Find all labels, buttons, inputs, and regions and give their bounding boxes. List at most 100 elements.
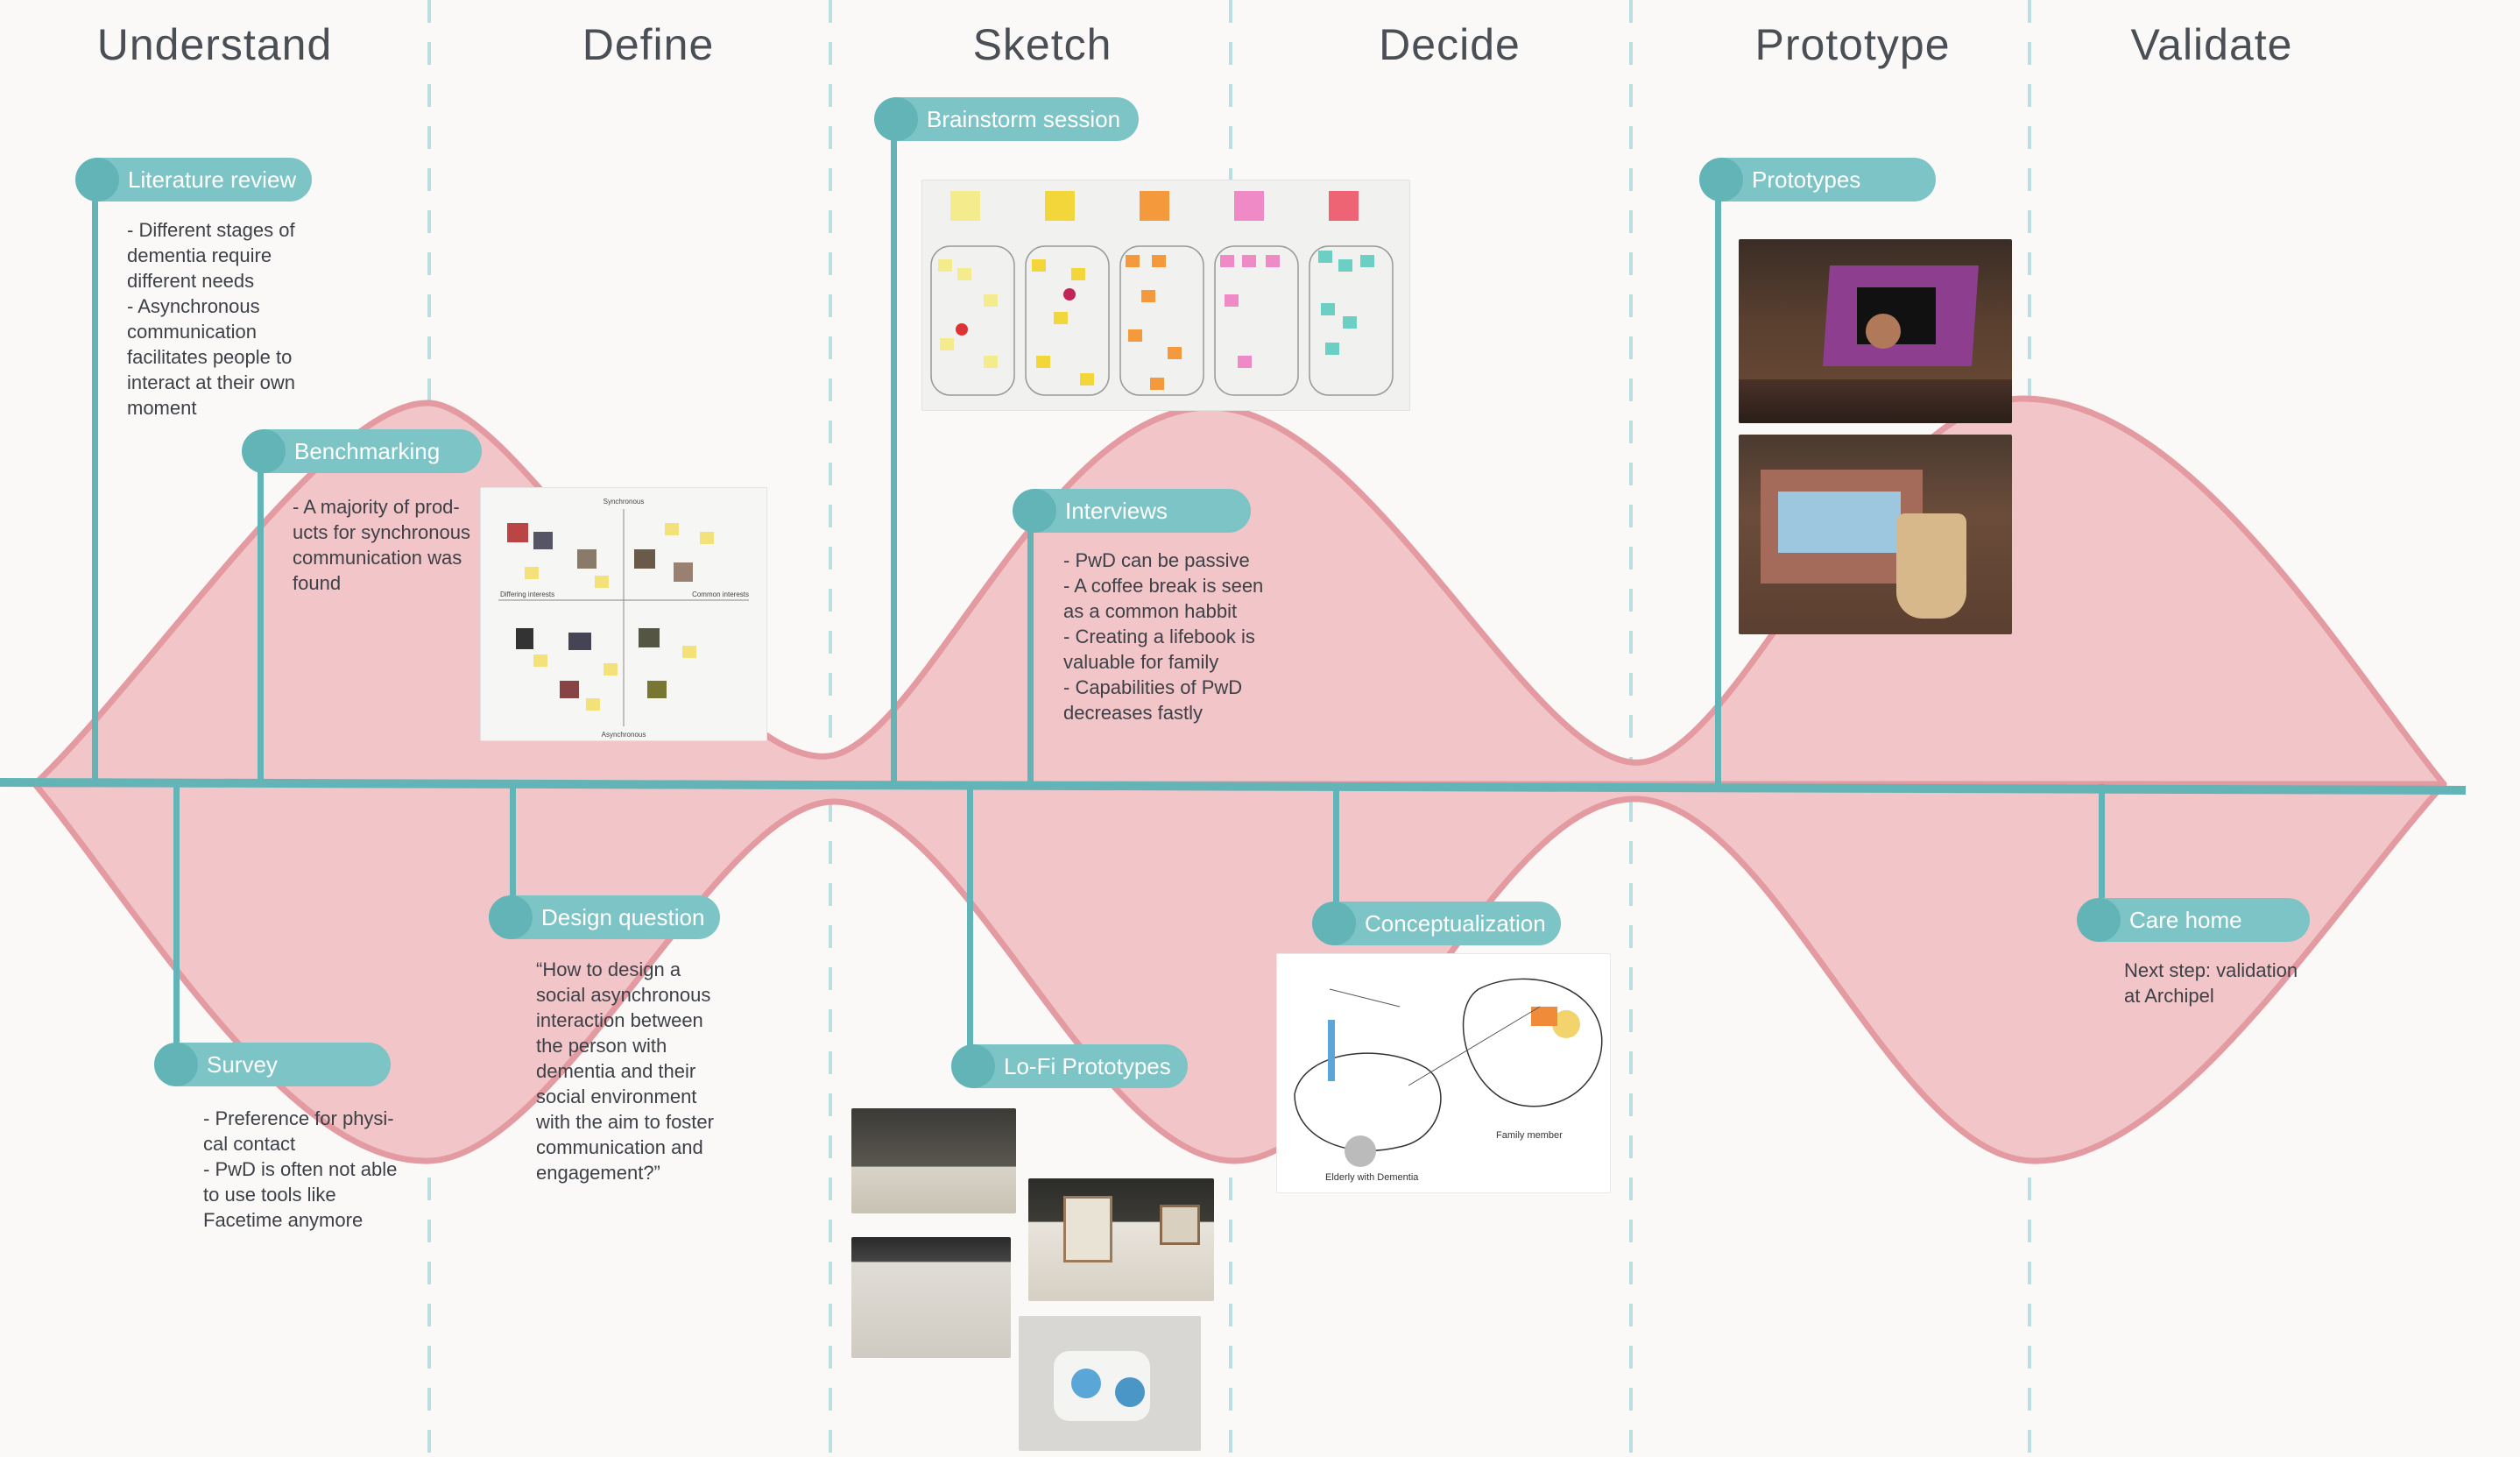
sticky-note <box>604 663 618 675</box>
step-marker <box>2077 898 2121 942</box>
red-marker <box>1063 288 1076 301</box>
lower-wave <box>32 781 2447 1164</box>
sticky-note <box>682 646 696 658</box>
connector-care-home <box>2099 784 2105 924</box>
sticky-note <box>533 654 547 667</box>
phase-title-validate: Validate <box>2130 20 2293 69</box>
step-care-home: Care home <box>2077 898 2310 942</box>
connector-design-question <box>510 784 516 920</box>
frame-shape <box>1063 1196 1112 1262</box>
sticky-note <box>525 567 539 579</box>
axis-label-top: Synchronous <box>604 498 645 506</box>
connector-prototypes <box>1715 180 1721 784</box>
note-literature-review: - Different stages of dementia require d… <box>127 219 295 419</box>
quadrant-chart: Synchronous Asynchronous Differing inter… <box>498 498 749 739</box>
sketch-outline <box>1462 978 1603 1107</box>
step-marker <box>951 1044 995 1088</box>
note-design-question: “How to design a social asynchronous int… <box>536 958 714 1184</box>
cluster-outline <box>1309 245 1394 396</box>
phase-title-prototype: Prototype <box>1754 20 1951 69</box>
phase-title-define: Define <box>582 20 715 69</box>
connector-interviews <box>1027 513 1034 784</box>
cluster-outline <box>930 245 1015 396</box>
step-label: Prototypes <box>1752 166 1861 193</box>
axis-label-right: Common interests <box>692 591 749 598</box>
step-label: Literature review <box>128 166 297 193</box>
step-brainstorm-session: Brainstorm session <box>874 97 1139 141</box>
connector-conceptualization <box>1333 784 1339 924</box>
note-care-home: Next step: validation at Archipel <box>2124 959 2298 1007</box>
benchmarking-quadrant-image: Synchronous Asynchronous Differing inter… <box>480 487 767 741</box>
connector-literature-review <box>92 180 98 784</box>
step-lofi-prototypes: Lo-Fi Prototypes <box>951 1044 1188 1088</box>
cluster-outline <box>1214 245 1299 396</box>
prototype-photo-coffee <box>1739 435 2012 634</box>
frame-screen <box>1778 492 1901 553</box>
product-thumbnail <box>577 549 596 569</box>
step-benchmarking: Benchmarking <box>242 429 482 473</box>
cushion-patch <box>1115 1377 1145 1407</box>
sketch-outline <box>1294 1052 1442 1152</box>
step-label: Design question <box>541 904 705 930</box>
lofi-photo-box-stack <box>851 1237 1011 1358</box>
product-thumbnail <box>507 523 528 542</box>
step-label: Conceptualization <box>1365 910 1546 937</box>
table-surface <box>1739 379 2012 423</box>
product-thumbnail <box>516 628 533 649</box>
connector-lofi <box>967 784 973 1064</box>
step-label: Brainstorm session <box>927 106 1121 132</box>
step-label: Interviews <box>1065 498 1168 524</box>
step-label: Lo-Fi Prototypes <box>1004 1053 1171 1079</box>
cushion-patch <box>1071 1369 1101 1398</box>
step-marker <box>1013 489 1056 533</box>
sketch-object <box>1531 1007 1557 1026</box>
sketch-line <box>1408 1006 1541 1086</box>
step-marker <box>489 895 533 939</box>
lofi-photo-frames <box>1028 1178 1214 1301</box>
product-thumbnail <box>639 628 660 647</box>
note-survey: - Preference for physi- cal contact - Pw… <box>203 1107 398 1231</box>
prototype-photo-frame <box>1739 239 2012 423</box>
brainstorm-columns <box>930 245 1394 396</box>
conceptualization-sketch: Family member Elderly with Dementia <box>1276 953 1611 1193</box>
sketch-label-family: Family member <box>1496 1130 1563 1141</box>
sketch-column <box>1328 1020 1335 1081</box>
connector-brainstorm <box>891 118 897 784</box>
step-marker <box>874 97 918 141</box>
step-marker <box>242 429 286 473</box>
concept-drawing: Family member Elderly with Dementia <box>1294 978 1603 1183</box>
step-design-question: Design question <box>489 895 720 939</box>
phase-title-decide: Decide <box>1379 20 1521 69</box>
step-marker <box>154 1043 198 1086</box>
frame-photo <box>1866 314 1901 349</box>
step-label: Survey <box>207 1051 278 1078</box>
sketch-line <box>1329 988 1401 1008</box>
product-thumbnail <box>568 633 591 650</box>
note-interviews: - PwD can be passive - A coffee break is… <box>1063 549 1264 724</box>
sticky-note <box>665 523 679 535</box>
idea-notes <box>1032 259 1094 385</box>
coffee-glass <box>1896 513 1966 619</box>
sticky-note <box>1140 191 1169 221</box>
sticky-note <box>1045 191 1075 221</box>
lofi-photo-cushion <box>1019 1316 1201 1451</box>
sketch-figure-head <box>1345 1135 1376 1167</box>
note-benchmarking: - A majority of prod- ucts for synchrono… <box>293 496 470 594</box>
phase-title-understand: Understand <box>96 20 333 69</box>
step-marker <box>75 158 119 202</box>
product-thumbnail <box>560 681 579 698</box>
product-thumbnail <box>674 562 693 582</box>
sticky-note <box>1234 191 1264 221</box>
step-conceptualization: Conceptualization <box>1312 902 1561 945</box>
step-prototypes: Prototypes <box>1699 158 1936 202</box>
step-label: Benchmarking <box>294 438 441 464</box>
axis-label-left: Differing interests <box>500 591 554 598</box>
idea-notes <box>1126 255 1182 390</box>
sticky-note <box>700 532 714 544</box>
step-marker <box>1312 902 1356 945</box>
sketch-label-elderly: Elderly with Dementia <box>1325 1172 1419 1183</box>
cluster-outline <box>1025 245 1110 396</box>
timeline-axis <box>0 778 2467 795</box>
step-literature-review: Literature review <box>75 158 312 202</box>
